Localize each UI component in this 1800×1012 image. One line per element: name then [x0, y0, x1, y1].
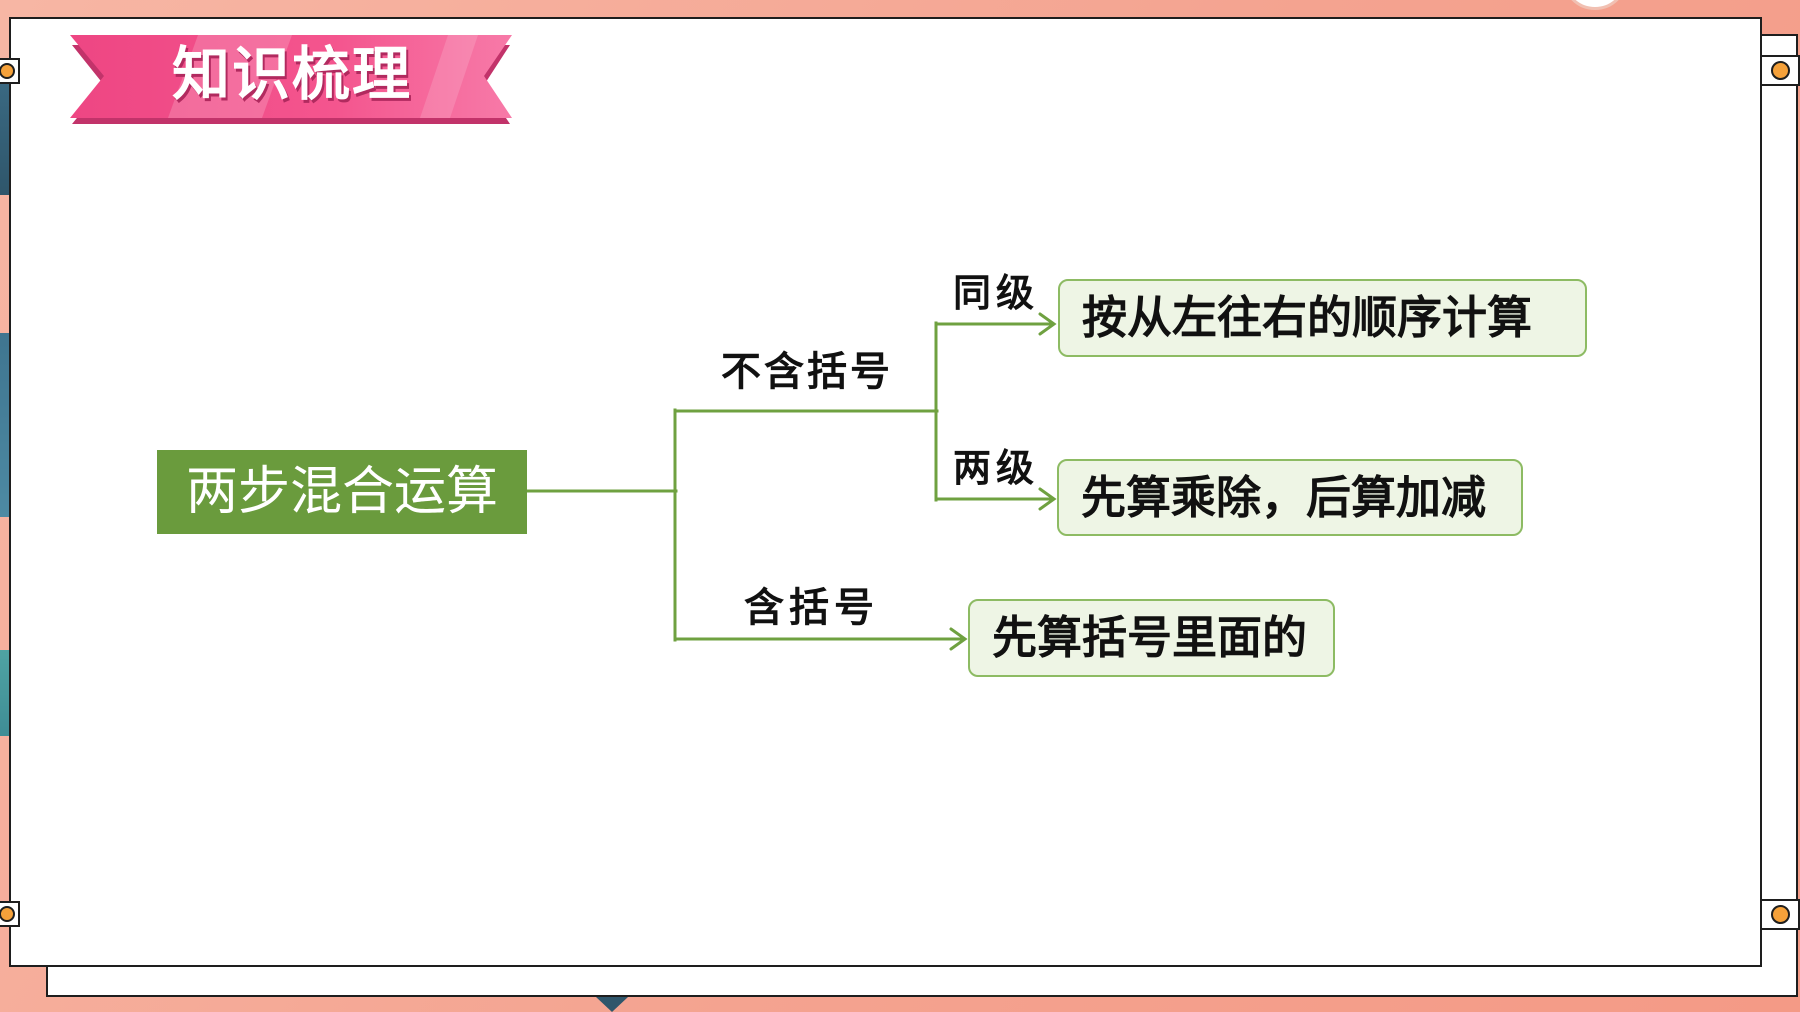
- arrow-two-levels-head: [1038, 487, 1057, 511]
- ring-icon: [0, 63, 15, 79]
- ring-icon: [1770, 61, 1790, 80]
- binder-clip-bottom-left: [0, 901, 20, 927]
- rule-box-same-level: 按从左往右的顺序计算: [1058, 279, 1587, 357]
- branch-label-two-levels: 两级: [953, 445, 1040, 490]
- binder-clip-top-left: [0, 58, 20, 84]
- branch-label-with-parentheses: 含括号: [744, 584, 879, 631]
- branch-label-without-parentheses: 不含括号: [721, 348, 893, 395]
- branch-label-same-level: 同级: [953, 270, 1040, 315]
- binder-clip-bottom-right: [1760, 899, 1800, 930]
- arrow-same-level-head: [1038, 312, 1057, 336]
- binder-clip-top-right: [1760, 55, 1800, 86]
- banner-highlight: [420, 35, 478, 118]
- ring-icon: [0, 906, 15, 922]
- banner-ribbon: [70, 35, 512, 118]
- ring-icon: [1770, 905, 1790, 924]
- banner-highlight: [168, 35, 292, 118]
- root-node: 两步混合运算: [157, 450, 527, 534]
- page-title: 知识梳理: [172, 40, 413, 108]
- rule-box-two-levels: 先算乘除，后算加减: [1057, 459, 1523, 536]
- arrow-with-parentheses-head: [949, 627, 968, 651]
- rule-box-with-parentheses: 先算括号里面的: [968, 599, 1335, 677]
- section-title-banner: [70, 35, 512, 124]
- background-decor-triangle: [596, 997, 628, 1012]
